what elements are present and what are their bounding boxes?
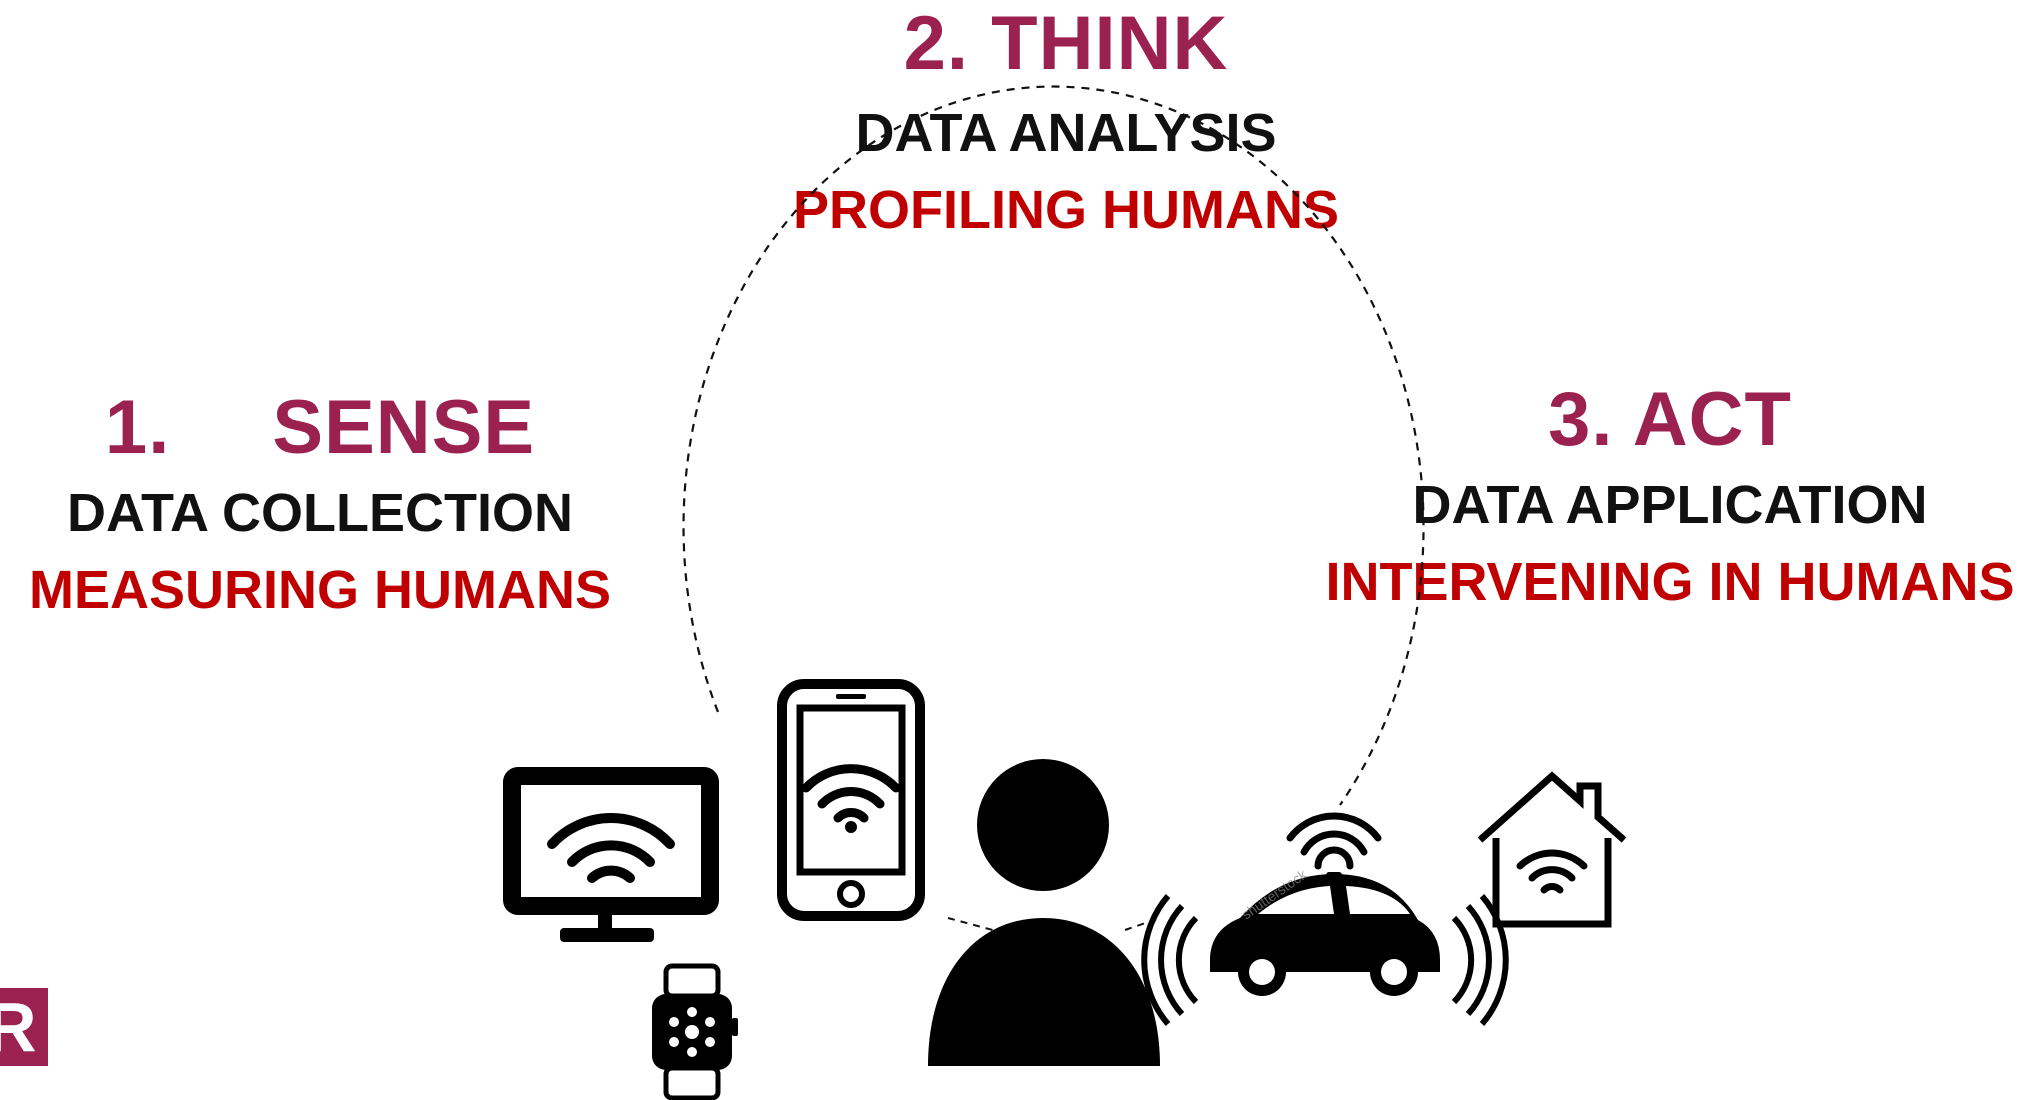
act-subtitle: DATA APPLICATION [1412,475,1928,535]
smart-home-icon [1477,771,1627,928]
act-highlight: INTERVENING IN HUMANS [1325,552,2015,613]
smartphone-wifi-icon [777,679,925,921]
logo: R [0,988,48,1066]
person-icon [928,759,1160,1066]
sense-subtitle: DATA COLLECTION [67,483,573,543]
sense-highlight: MEASURING HUMANS [28,560,611,621]
cycle-dashed-link [947,917,1001,933]
self-driving-car-icon: shutterstock [1141,812,1509,1026]
think-title: 2. THINK [903,1,1229,86]
cycle-dashed-arc [682,85,1425,806]
act-title: 3. ACT [1548,377,1792,462]
sense-title: 1. SENSE [104,385,536,470]
act-step: 3. ACT DATA APPLICATION INTERVENING IN H… [1310,382,2030,613]
smartwatch-icon [652,963,738,1100]
think-highlight: PROFILING HUMANS [793,180,1339,241]
sense-step: 1. SENSE DATA COLLECTION MEASURING HUMAN… [0,390,640,621]
tv-wifi-icon [503,767,719,942]
